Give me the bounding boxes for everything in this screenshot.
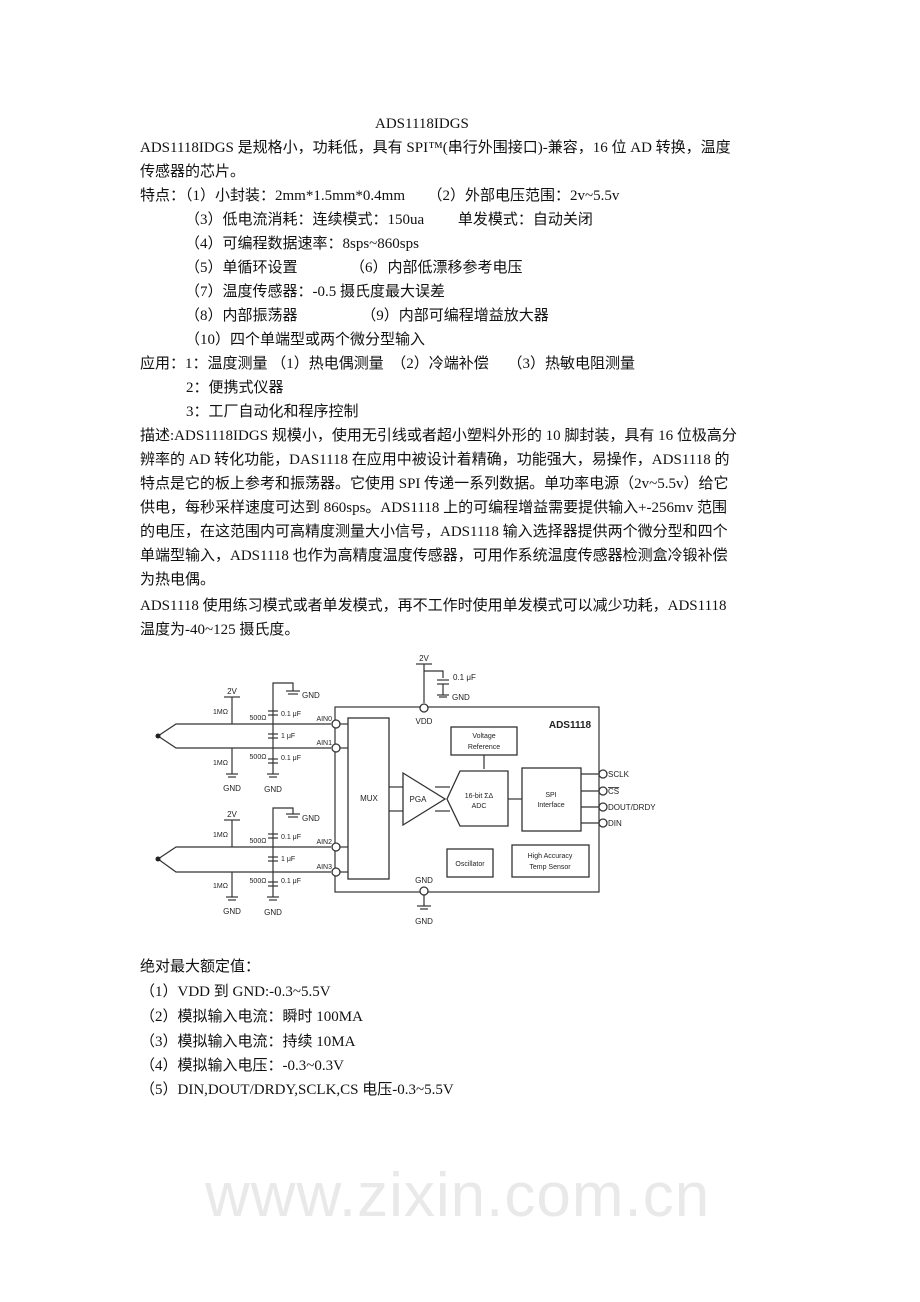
vdd-pin xyxy=(419,703,429,713)
modes-line: ADS1118 使用练习模式或者单发模式，再不工作时使用单发模式可以减少功耗，A… xyxy=(140,598,727,614)
ratings-heading: 绝对最大额定值： xyxy=(140,959,261,975)
svg-text:2V: 2V xyxy=(227,687,237,696)
svg-text:1 μF: 1 μF xyxy=(281,733,295,740)
feature-line: （7）温度传感器：-0.5 摄氏度最大误差 xyxy=(185,284,445,300)
application-line: 2：便携式仪器 xyxy=(186,380,284,396)
feature-line: 特点：（1）小封装：2mm*1.5mm*0.4mm （2）外部电压范围：2v~5… xyxy=(140,188,620,204)
gnd-pin xyxy=(419,886,429,896)
svg-text:500Ω: 500Ω xyxy=(250,838,267,845)
rating-item: （1）VDD 到 GND:-0.3~5.5V xyxy=(140,984,331,1000)
adc-label: 16-bit ΣΔ xyxy=(465,793,494,800)
svg-text:1MΩ: 1MΩ xyxy=(213,832,228,839)
description-line: 供电，每秒采样速度可达到 860sps。ADS1118 上的可编程增益需要提供输… xyxy=(140,500,727,516)
ads1118-circuit-diagram: ADS1118 2V 0.1 μF GND VDD GND GND MUX PG… xyxy=(155,654,656,926)
feature-line: （3）低电流消耗：连续模式：150ua 单发模式：自动关闭 xyxy=(185,212,593,228)
application-line: 应用：1：温度测量 （1）热电偶测量 （2）冷端补偿 （3）热敏电阻测量 xyxy=(140,356,636,372)
description-line: 的电压，在这范围内可高精度测量大小信号，ADS1118 输入选择器提供两个微分型… xyxy=(140,524,728,540)
application-line: 3：工厂自动化和程序控制 xyxy=(186,404,359,420)
svg-text:0.1 μF: 0.1 μF xyxy=(281,711,301,718)
svg-text:AIN1: AIN1 xyxy=(316,740,332,747)
feature-line: （4）可编程数据速率：8sps~860sps xyxy=(185,236,419,252)
svg-text:Oscillator: Oscillator xyxy=(455,861,485,868)
modes-line: 温度为-40~125 摄氏度。 xyxy=(140,622,300,638)
gnd-bottom-label: GND xyxy=(415,917,433,926)
chip-label: ADS1118 xyxy=(549,720,592,731)
description-line: 特点是它的板上参考和振荡器。它使用 SPI 传递一系列数据。单功率电源（2v~5… xyxy=(140,476,729,492)
pga-label: PGA xyxy=(410,795,428,804)
svg-text:AIN3: AIN3 xyxy=(316,864,332,871)
svg-text:1MΩ: 1MΩ xyxy=(213,760,228,767)
adc-label: ADC xyxy=(472,803,487,810)
rating-item: （4）模拟输入电压：-0.3~0.3V xyxy=(140,1058,344,1074)
svg-text:GND: GND xyxy=(302,814,320,823)
gnd-pin-label: GND xyxy=(415,876,433,885)
svg-text:High Accuracy: High Accuracy xyxy=(528,853,573,860)
vdd-2v-label: 2V xyxy=(419,654,429,663)
svg-text:GND: GND xyxy=(264,785,282,794)
svg-text:500Ω: 500Ω xyxy=(250,715,267,722)
svg-text:GND: GND xyxy=(223,784,241,793)
svg-text:Voltage: Voltage xyxy=(472,733,495,740)
svg-text:500Ω: 500Ω xyxy=(250,878,267,885)
svg-text:CS: CS xyxy=(608,787,619,796)
svg-text:GND: GND xyxy=(302,691,320,700)
vdd-cap-gnd-label: GND xyxy=(452,693,470,702)
svg-text:1 μF: 1 μF xyxy=(281,856,295,863)
description-line: 为热电偶。 xyxy=(140,572,216,588)
description-line: 描述:ADS1118IDGS 规模小，使用无引线或者超小塑料外形的 10 脚封装… xyxy=(140,428,737,444)
svg-text:Interface: Interface xyxy=(537,802,564,809)
mux-label: MUX xyxy=(360,794,378,803)
description-line: 辨率的 AD 转化功能，DAS1118 在应用中被设计着精确，功能强大，易操作，… xyxy=(140,452,730,468)
rating-item: （5）DIN,DOUT/DRDY,SCLK,CS 电压-0.3~5.5V xyxy=(140,1082,454,1098)
svg-text:SPI: SPI xyxy=(545,792,556,799)
feature-line: （8）内部振荡器 （9）内部可编程增益放大器 xyxy=(185,308,549,324)
intro-line: 传感器的芯片。 xyxy=(140,164,246,180)
svg-text:0.1 μF: 0.1 μF xyxy=(281,755,301,762)
svg-text:2V: 2V xyxy=(227,810,237,819)
input-network-2: 2V 1MΩ 1MΩ GND 500Ω 500Ω GND 0.1 μF 1 μF… xyxy=(155,807,348,917)
svg-text:AIN2: AIN2 xyxy=(316,839,332,846)
svg-text:GND: GND xyxy=(223,907,241,916)
mux-block xyxy=(347,717,390,880)
rating-item: （3）模拟输入电流：持续 10MA xyxy=(140,1034,356,1050)
pga-block xyxy=(402,771,447,827)
vdd-cap-label: 0.1 μF xyxy=(453,673,476,682)
svg-text:DIN: DIN xyxy=(608,819,622,828)
doc-title: ADS1118IDGS xyxy=(375,116,469,132)
svg-text:1MΩ: 1MΩ xyxy=(213,709,228,716)
feature-line: （10）四个单端型或两个微分型输入 xyxy=(185,332,426,348)
svg-text:0.1 μF: 0.1 μF xyxy=(281,878,301,885)
svg-text:Temp Sensor: Temp Sensor xyxy=(529,864,571,871)
description-line: 单端型输入，ADS1118 也作为高精度温度传感器，可用作系统温度传感器检测盒冷… xyxy=(140,548,728,564)
adc-block xyxy=(446,770,509,827)
spi-pins: SCLK CS DOUT/DRDY DIN xyxy=(581,769,656,828)
svg-text:DOUT/DRDY: DOUT/DRDY xyxy=(608,803,656,812)
oscillator-block xyxy=(446,848,494,878)
svg-text:1MΩ: 1MΩ xyxy=(213,883,228,890)
intro-line: ADS1118IDGS 是规格小，功耗低，具有 SPI™(串行外围接口)-兼容，… xyxy=(140,140,731,156)
vdd-label: VDD xyxy=(416,717,433,726)
svg-text:SCLK: SCLK xyxy=(608,770,630,779)
svg-text:500Ω: 500Ω xyxy=(250,754,267,761)
feature-line: （5）单循环设置 （6）内部低漂移参考电压 xyxy=(185,260,523,276)
spi-interface-block xyxy=(521,767,582,832)
voltage-reference-block xyxy=(450,726,518,756)
rating-item: （2）模拟输入电流：瞬时 100MA xyxy=(140,1009,363,1025)
input-network-1: 2V 1MΩ 1MΩ GND 500Ω 500Ω GND 0.1 μF 1 μF… xyxy=(155,682,348,794)
svg-text:GND: GND xyxy=(264,908,282,917)
temp-sensor-block xyxy=(511,844,590,878)
svg-text:0.1 μF: 0.1 μF xyxy=(281,834,301,841)
svg-text:Reference: Reference xyxy=(468,744,500,751)
watermark: www.zixin.com.cn xyxy=(205,1161,711,1230)
svg-text:AIN0: AIN0 xyxy=(316,716,332,723)
chip-outline xyxy=(334,706,600,893)
